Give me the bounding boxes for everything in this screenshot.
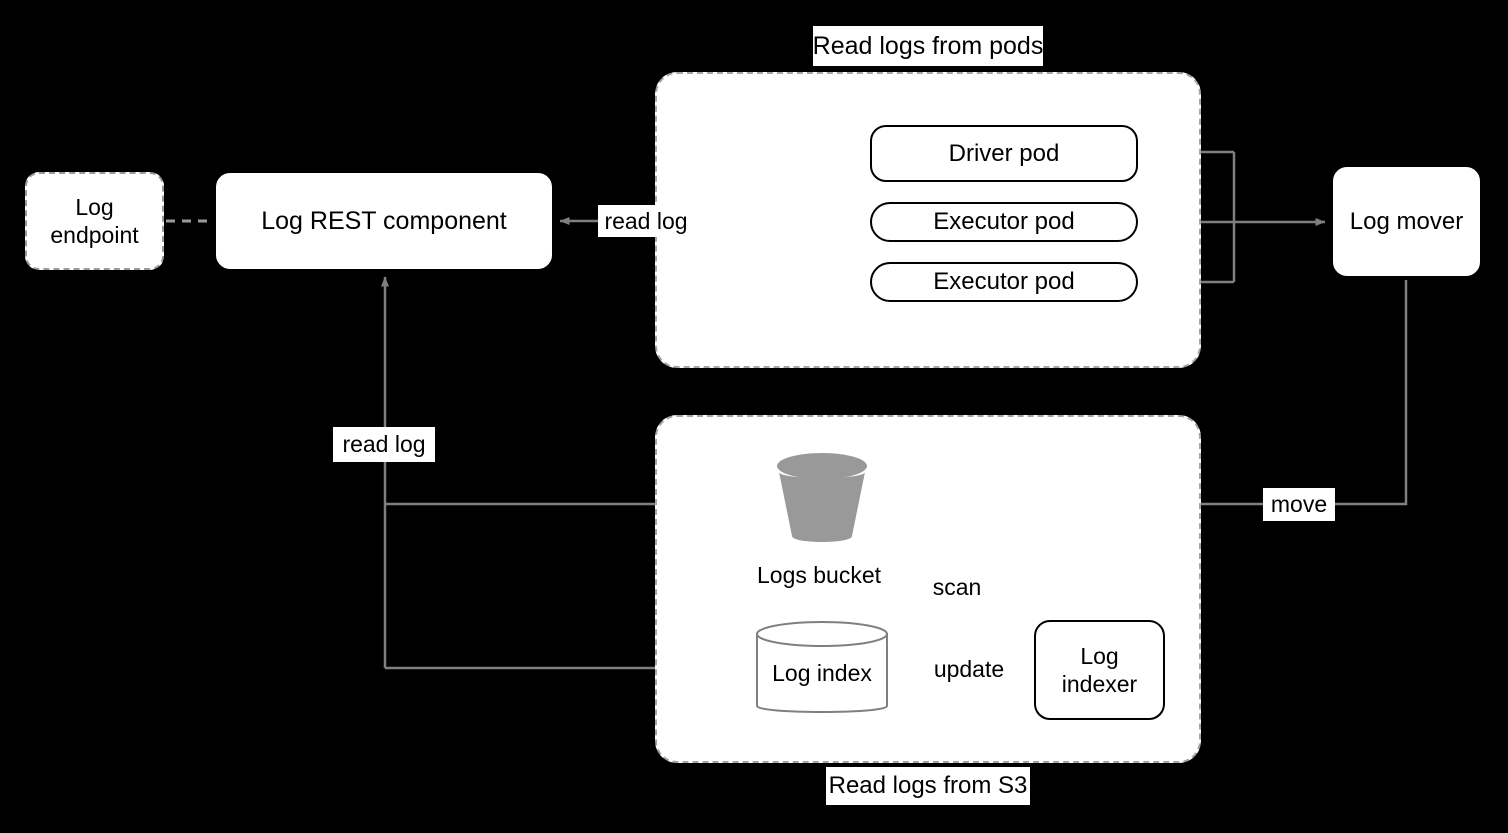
logs-bucket-icon [772, 452, 872, 542]
node-executor-pod-1[interactable]: Executor pod [870, 202, 1138, 242]
node-log-endpoint-line1: Log [75, 193, 114, 220]
edge-label-scan: scan [928, 572, 986, 603]
edge-label-update: update [924, 654, 1014, 685]
node-log-endpoint-line2: endpoint [50, 222, 139, 248]
node-log-rest-component[interactable]: Log REST component [214, 171, 554, 271]
group-tag-read-logs-from-pods: Read logs from pods [813, 26, 1043, 66]
edge-label-read-log-s3: read log [333, 427, 435, 462]
node-executor-pod-2[interactable]: Executor pod [870, 262, 1138, 302]
node-log-index[interactable]: Log index [755, 620, 889, 720]
node-driver-pod[interactable]: Driver pod [870, 125, 1138, 182]
node-log-index-label: Log index [772, 660, 872, 686]
node-log-indexer[interactable]: Log indexer [1034, 620, 1165, 720]
label-logs-bucket: Logs bucket [757, 562, 882, 588]
group-tag-read-logs-from-s3: Read logs from S3 [826, 767, 1030, 805]
edge-label-move: move [1263, 488, 1335, 521]
edge-label-read-log-pods: read log [598, 205, 694, 237]
node-log-indexer-line2: indexer [1061, 671, 1138, 697]
node-log-endpoint[interactable]: Log endpoint [25, 172, 164, 270]
node-log-mover[interactable]: Log mover [1331, 165, 1482, 278]
node-log-indexer-line1: Log [1080, 642, 1119, 669]
